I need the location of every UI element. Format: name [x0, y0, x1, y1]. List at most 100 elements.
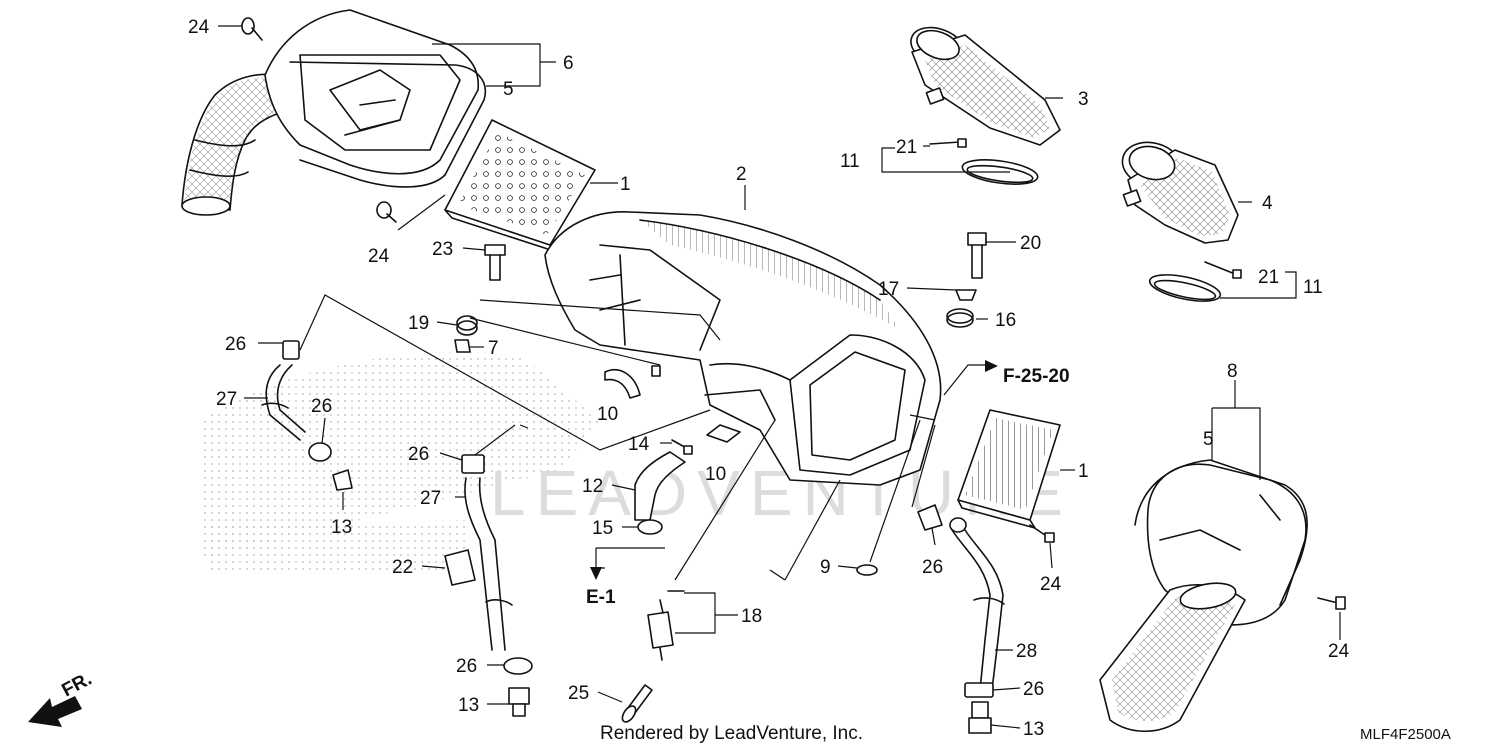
callout-2: 2 [736, 164, 747, 185]
pad-10b [706, 424, 741, 443]
diagram-code: MLF4F2500A [1360, 726, 1451, 743]
pad-10a [604, 369, 641, 399]
left-intake-duct [181, 73, 301, 216]
callout-16: 16 [995, 310, 1016, 331]
drain-clip-26d [917, 504, 943, 531]
bolt-23 [484, 244, 506, 281]
front-direction-arrow: FR. [28, 669, 95, 727]
screw-21-lower [1204, 261, 1242, 279]
callout-26: 26 [922, 557, 943, 578]
front-marker: FR. [58, 669, 95, 702]
callout-21: 21 [1258, 267, 1279, 288]
grommet-19 [456, 315, 478, 336]
callout-18: 18 [741, 606, 762, 627]
callout-26: 26 [456, 656, 477, 677]
callout-26: 26 [1023, 679, 1044, 700]
footer-credit: Rendered by LeadVenture, Inc. [600, 723, 863, 744]
drain-tube-28 [949, 517, 1005, 691]
callout-10: 10 [597, 404, 618, 425]
callout-26: 26 [225, 334, 246, 355]
clip-26b [308, 442, 332, 462]
upper-left-cover [264, 9, 479, 175]
callout-23: 23 [432, 239, 453, 260]
callout-12: 12 [582, 476, 603, 497]
callout-13: 13 [331, 517, 352, 538]
callout-3: 3 [1078, 89, 1089, 110]
callout-13: 13 [458, 695, 479, 716]
reference-f-25-20: F-25-20 [1003, 366, 1070, 387]
drain-plug-22 [444, 549, 476, 586]
callout-27: 27 [216, 389, 237, 410]
callout-10: 10 [705, 464, 726, 485]
bolt-24-mid [1029, 524, 1055, 543]
rivet [651, 365, 661, 377]
bolt-24-upper-mid [376, 201, 397, 223]
e-ref-arrow [590, 567, 602, 580]
clamp-band-upper [961, 159, 1039, 185]
screw-25 [621, 684, 653, 723]
bolt-24-right [1317, 596, 1346, 610]
callout-22: 22 [392, 557, 413, 578]
callout-1: 1 [620, 174, 631, 195]
seal-gasket-upper [289, 61, 487, 188]
f-ref-arrow [985, 360, 998, 372]
callout-20: 20 [1020, 233, 1041, 254]
callout-28: 28 [1016, 641, 1037, 662]
clip-14 [671, 439, 693, 455]
callout-25: 25 [568, 683, 589, 704]
bolt-24-top [241, 17, 263, 41]
callout-11: 11 [840, 151, 860, 172]
callout-24: 24 [368, 246, 390, 267]
callout-15: 15 [592, 518, 613, 539]
collar-7 [454, 339, 471, 353]
intake-funnel-3 [910, 26, 1061, 146]
collar-17 [955, 289, 977, 301]
callout-13: 13 [1023, 719, 1044, 740]
drain-tube-27b [464, 477, 513, 651]
callout-8: 8 [1227, 361, 1238, 382]
callout-24: 24 [1328, 641, 1350, 662]
watermark-dots [200, 352, 600, 575]
callout-labels: 24 6 5 1 24 3 11 21 4 2 23 20 17 21 11 1… [188, 17, 1350, 740]
callout-7: 7 [488, 338, 499, 359]
bolt-20 [967, 232, 987, 279]
callout-4: 4 [1262, 193, 1273, 214]
callout-9: 9 [820, 557, 831, 578]
drain-cap-26e [964, 682, 994, 698]
intake-funnel-4 [1121, 141, 1239, 244]
screw-21-upper [929, 138, 967, 148]
drain-cap-26c [461, 454, 485, 474]
callout-24: 24 [1040, 574, 1062, 595]
clamp-band-lower [1148, 274, 1222, 302]
callout-24: 24 [188, 17, 210, 38]
callout-5: 5 [503, 79, 514, 100]
callout-6: 6 [563, 53, 574, 74]
air-filter-upper [444, 119, 596, 253]
callout-21: 21 [896, 137, 917, 158]
callout-26: 26 [311, 396, 332, 417]
drain-plug-13a [332, 469, 353, 491]
lower-right-cover [1134, 459, 1308, 626]
callout-11: 11 [1303, 277, 1323, 298]
grommet-16 [946, 308, 974, 328]
callout-5: 5 [1203, 429, 1214, 450]
clip-26f [503, 657, 533, 675]
breather-tube-12 [634, 451, 686, 521]
callout-19: 19 [408, 313, 429, 334]
leader-lines [218, 25, 1341, 729]
right-intake-duct [1099, 582, 1246, 732]
air-filter-lower [957, 409, 1061, 529]
drain-plug-13c [508, 687, 530, 717]
reference-e-1: E-1 [586, 587, 616, 608]
drain-tube-27a [261, 364, 306, 441]
drain-cap-26a [282, 340, 300, 360]
check-valve-18 [647, 590, 685, 661]
callout-14: 14 [628, 434, 650, 455]
air-cleaner-housing [544, 211, 942, 486]
clamp-15 [637, 519, 663, 535]
callout-27: 27 [420, 488, 441, 509]
callout-26: 26 [408, 444, 429, 465]
callout-17: 17 [878, 279, 899, 300]
drain-plug-13b [968, 701, 992, 734]
